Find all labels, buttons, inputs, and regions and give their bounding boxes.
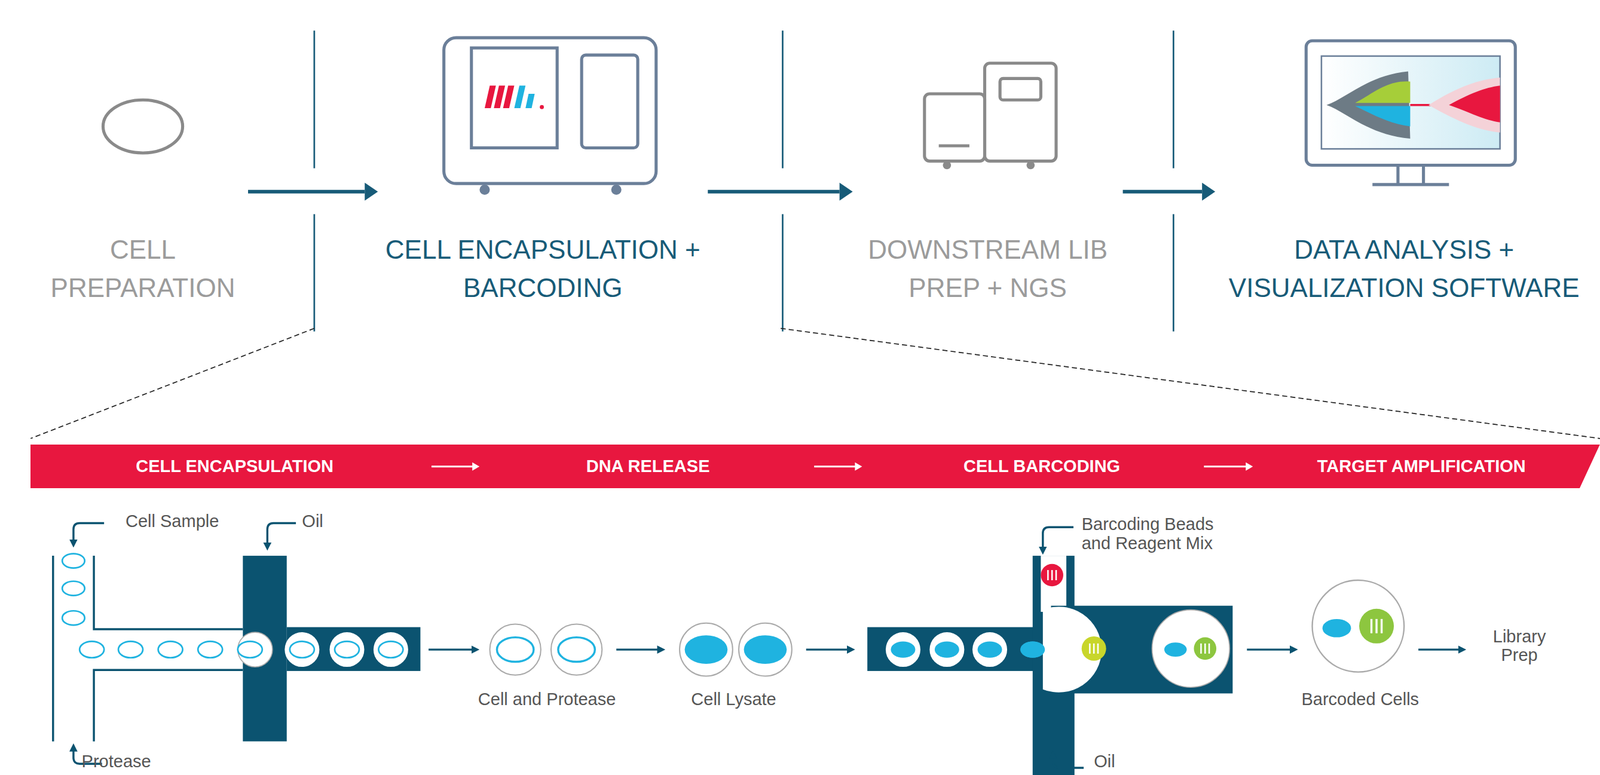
stage-node: CELL PREPARATION — [41, 89, 245, 308]
band-step-label: CELL ENCAPSULATION — [135, 457, 334, 476]
stage-arrowhead — [1201, 182, 1216, 201]
stage-node: DOWNSTREAM LIB PREP + NGS — [856, 89, 1120, 308]
stage-node: CELL ENCAPSULATION + BARCODING — [381, 89, 705, 308]
band-arrow — [1204, 465, 1248, 468]
stage-label: CELL ENCAPSULATION + BARCODING — [381, 230, 705, 308]
stage-arrow-line — [248, 190, 365, 194]
stage-label: DATA ANALYSIS + VISUALIZATION SOFTWARE — [1218, 230, 1590, 308]
stage-node: DATA ANALYSIS + VISUALIZATION SOFTWARE — [1218, 89, 1590, 308]
band-arrowhead — [855, 462, 863, 471]
stage-label: DOWNSTREAM LIB PREP + NGS — [856, 230, 1120, 308]
stage-arrow — [248, 182, 378, 201]
stage-arrow — [707, 182, 853, 201]
band-arrow — [814, 465, 856, 468]
band-step-label: DNA RELEASE — [586, 457, 711, 476]
annotation-label: Barcoded Cells — [1301, 690, 1419, 710]
annotation-label: Oil — [1093, 752, 1115, 772]
band-arrowhead — [472, 462, 480, 471]
annotation-label: Library Prep — [1483, 627, 1556, 666]
annotation-label: Cell and Protease — [478, 690, 617, 710]
annotation-label: Cell Sample — [125, 512, 219, 532]
stage-arrowhead — [364, 182, 378, 201]
annotation-label: Oil — [301, 512, 323, 532]
band-step-label: CELL BARCODING — [963, 457, 1121, 476]
annotation-label: Protease — [81, 752, 152, 772]
band-arrowhead — [1246, 462, 1254, 471]
annotation-label: Cell Lysate — [690, 690, 776, 710]
step-band: CELL ENCAPSULATION DNA RELEASE CELL BARCOD… — [30, 444, 1600, 489]
stage-label: CELL PREPARATION — [41, 230, 245, 308]
stage-arrow-line — [707, 190, 840, 194]
stage-arrow-line — [1123, 190, 1203, 194]
stage-arrowhead — [839, 182, 853, 201]
band-step-label: TARGET AMPLIFICATION — [1317, 457, 1526, 476]
annotation-label: Barcoding Beads and Reagent Mix — [1081, 515, 1235, 554]
band-fill — [30, 444, 1600, 489]
band-arrow — [431, 465, 474, 468]
stage-arrow — [1123, 182, 1216, 201]
